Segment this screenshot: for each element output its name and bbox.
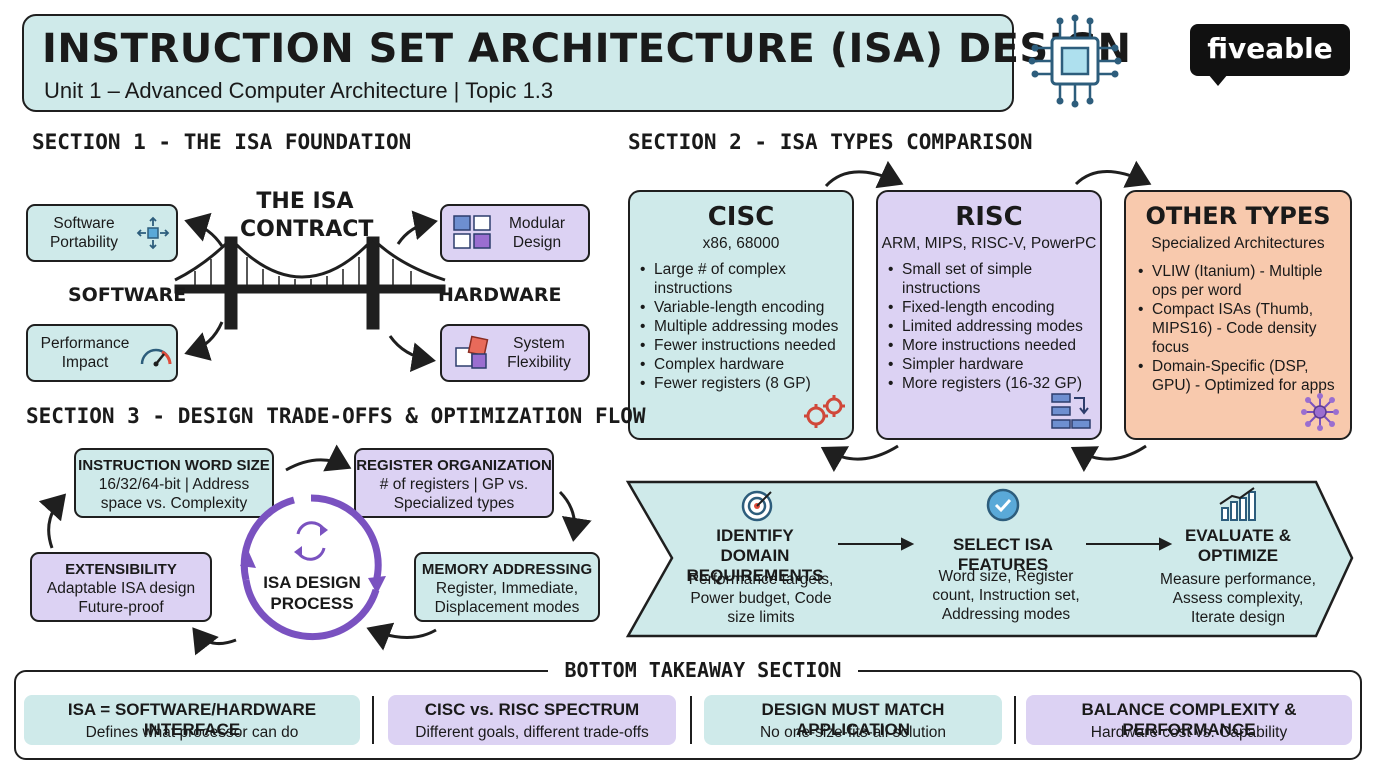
section1-title: SECTION 1 - THE ISA FOUNDATION — [32, 130, 412, 154]
takeaway-3: DESIGN MUST MATCH APPLICATION No one-siz… — [704, 695, 1002, 745]
page-subtitle: Unit 1 – Advanced Computer Architecture … — [44, 78, 554, 103]
flow-step-1-title: IDENTIFY DOMAIN REQUIREMENTS — [686, 526, 824, 585]
cisc-examples: x86, 68000 — [702, 235, 780, 252]
cpu-chip-icon — [1028, 14, 1122, 108]
takeaway-1: ISA = SOFTWARE/HARDWARE INTERFACE Define… — [24, 695, 360, 745]
extensibility-card: EXTENSIBILITY Adaptable ISA design Futur… — [30, 552, 212, 622]
divider — [372, 696, 374, 744]
register-blocks-icon — [1051, 393, 1091, 429]
gauge-icon — [140, 348, 172, 367]
section2-title: SECTION 2 - ISA TYPES COMPARISON — [628, 130, 1033, 154]
list-item: Simpler hardware — [888, 355, 1094, 374]
cisc-card: CISC x86, 68000 Large # of complex instr… — [628, 190, 854, 440]
memory-addressing-card: MEMORY ADDRESSING Register, Immediate, D… — [414, 552, 600, 622]
flow-step-3-title: EVALUATE & OPTIMIZE — [1184, 526, 1292, 565]
section3-title: SECTION 3 - DESIGN TRADE-OFFS & OPTIMIZA… — [26, 404, 646, 428]
list-item: Complex hardware — [640, 355, 846, 374]
other-title: OTHER TYPES — [1145, 202, 1331, 230]
flow-step-2-text: Word size, Register count, Instruction s… — [932, 568, 1080, 623]
other-bullets: VLIW (Itanium) - Multiple ops per word C… — [1138, 262, 1344, 395]
divider — [1014, 696, 1016, 744]
header-banner: INSTRUCTION SET ARCHITECTURE (ISA) DESIG… — [22, 14, 1131, 112]
bridge-icon — [174, 236, 446, 330]
page-title: INSTRUCTION SET ARCHITECTURE (ISA) DESIG… — [42, 26, 1132, 72]
list-item: Large # of complex instructions — [640, 260, 846, 298]
list-item: Multiple addressing modes — [640, 317, 846, 336]
card-modular-design: Modular Design — [440, 204, 590, 262]
software-label: SOFTWARE — [68, 284, 187, 306]
flow-chevron-bg — [625, 480, 1354, 638]
card-software-portability: Software Portability — [26, 204, 178, 262]
list-item: Variable-length encoding — [640, 298, 846, 317]
takeaway-2: CISC vs. RISC SPECTRUM Different goals, … — [388, 695, 676, 745]
card-system-flexibility: System Flexibility — [440, 324, 590, 382]
isa-design-process-label: ISA DESIGN PROCESS — [263, 573, 361, 613]
risc-card: RISC ARM, MIPS, RISC-V, PowerPC Small se… — [876, 190, 1102, 440]
isa-contract-label: THE ISA CONTRACT — [240, 189, 374, 242]
cisc-bullets: Large # of complex instructions Variable… — [640, 260, 846, 393]
puzzle-icon — [455, 335, 489, 369]
other-types-card: OTHER TYPES Specialized Architectures VL… — [1124, 190, 1352, 440]
risc-bullets: Small set of simple instructions Fixed-l… — [888, 260, 1094, 393]
fiveable-logo: fiveable — [1190, 24, 1350, 86]
card-performance-impact: Performance Impact — [26, 324, 178, 382]
other-examples: Specialized Architectures — [1151, 235, 1325, 252]
register-organization-card: REGISTER ORGANIZATION # of registers | G… — [354, 448, 554, 518]
list-item: Compact ISAs (Thumb, MIPS16) - Code dens… — [1138, 300, 1344, 357]
divider — [690, 696, 692, 744]
arrows-out-icon — [136, 216, 170, 250]
list-item: Fewer instructions needed — [640, 336, 846, 355]
takeaway-4: BALANCE COMPLEXITY & PERFORMANCE Hardwar… — [1026, 695, 1352, 745]
bottom-section-title: BOTTOM TAKEAWAY SECTION — [548, 658, 858, 682]
list-item: More instructions needed — [888, 336, 1094, 355]
bar-chart-icon — [1219, 487, 1256, 521]
blocks-icon — [453, 215, 491, 249]
list-item: Limited addressing modes — [888, 317, 1094, 336]
list-item: Fixed-length encoding — [888, 298, 1094, 317]
flow-step-2-title: SELECT ISA FEATURES — [952, 535, 1054, 574]
gears-icon — [804, 395, 845, 428]
list-item: Domain-Specific (DSP, GPU) - Optimized f… — [1138, 357, 1344, 395]
list-item: VLIW (Itanium) - Multiple ops per word — [1138, 262, 1344, 300]
hardware-label: HARDWARE — [438, 284, 562, 306]
flow-step-3-text: Measure performance, Assess complexity, … — [1160, 571, 1316, 626]
target-icon — [741, 490, 773, 522]
word-size-card: INSTRUCTION WORD SIZE 16/32/64-bit | Add… — [74, 448, 274, 518]
network-icon — [1301, 393, 1339, 431]
list-item: Fewer registers (8 GP) — [640, 374, 846, 393]
risc-examples: ARM, MIPS, RISC-V, PowerPC — [881, 235, 1097, 252]
cisc-title: CISC — [707, 202, 775, 232]
check-circle-icon — [986, 488, 1020, 522]
flow-step-1-text: Performance targets, Power budget, Code … — [688, 571, 834, 626]
isa-design-cycle-icon — [240, 494, 386, 641]
risc-title: RISC — [955, 202, 1023, 232]
list-item: Small set of simple instructions — [888, 260, 1094, 298]
list-item: More registers (16-32 GP) — [888, 374, 1094, 393]
